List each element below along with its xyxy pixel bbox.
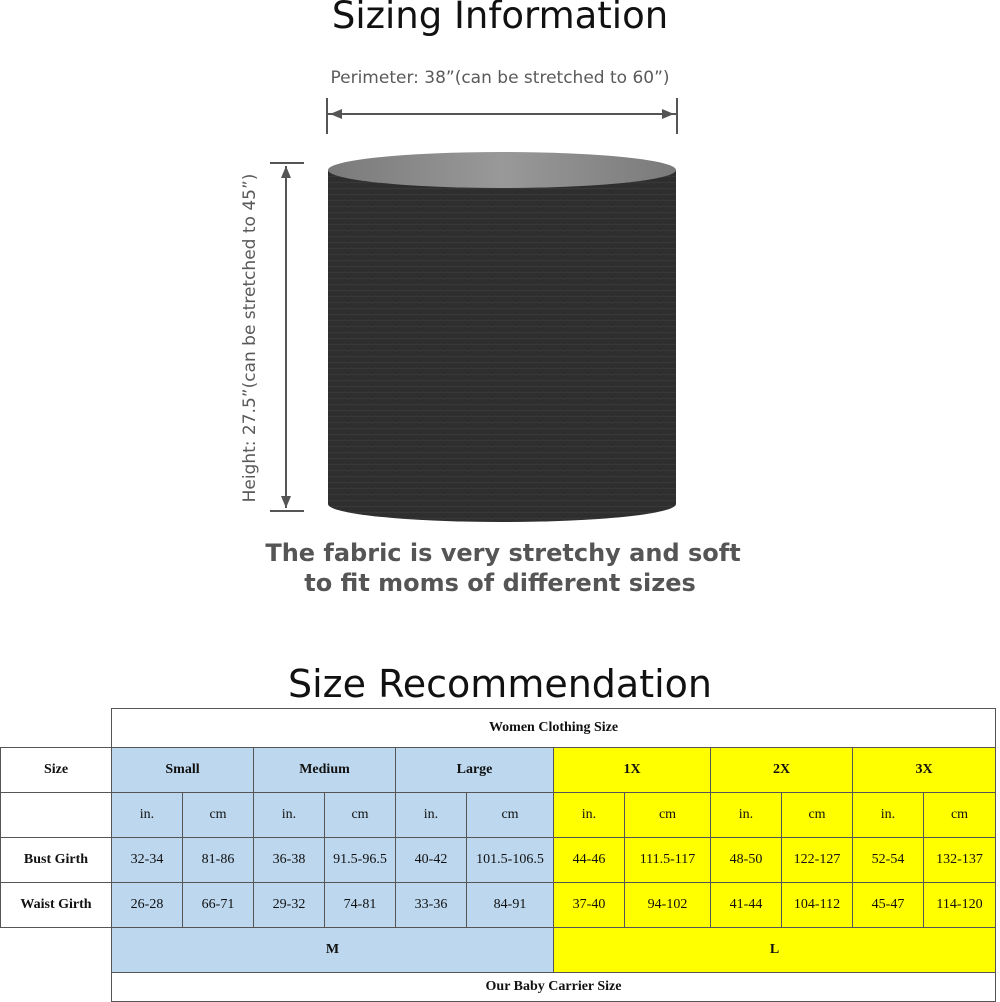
fabric-note-line-2: to fit moms of different sizes [304, 569, 696, 597]
carrier-size-row: M L [0, 927, 996, 973]
table-row: Bust Girth 32-34 81-86 36-38 91.5-96.5 4… [0, 837, 996, 883]
size-label: Size [0, 747, 112, 793]
table-cell: 45-47 [852, 882, 924, 928]
unit-cm: cm [781, 792, 853, 838]
size-3x: 3X [852, 747, 996, 793]
table-header-row: Women Clothing Size [0, 708, 996, 748]
size-recommendation-title: Size Recommendation [288, 662, 712, 706]
women-clothing-size-header: Women Clothing Size [111, 708, 996, 748]
unit-in: in. [553, 792, 625, 838]
table-cell: 84-91 [466, 882, 554, 928]
unit-cm: cm [624, 792, 711, 838]
table-cell: 74-81 [324, 882, 396, 928]
table-cell: 33-36 [395, 882, 467, 928]
fabric-cylinder [328, 152, 676, 522]
table-cell: 132-137 [923, 837, 996, 883]
unit-cm: cm [324, 792, 396, 838]
size-small: Small [111, 747, 254, 793]
table-cell: 104-112 [781, 882, 853, 928]
perimeter-label: Perimeter: 38”(can be stretched to 60”) [330, 68, 670, 88]
size-recommendation-table: Women Clothing Size Size Small Medium La… [0, 708, 996, 1002]
table-cell: 94-102 [624, 882, 711, 928]
table-cell: 91.5-96.5 [324, 837, 396, 883]
waist-girth-label: Waist Girth [0, 882, 112, 928]
size-medium: Medium [253, 747, 396, 793]
table-footer-row: Our Baby Carrier Size [0, 972, 996, 1002]
table-cell: 122-127 [781, 837, 853, 883]
carrier-size-l: L [553, 927, 996, 973]
table-cell: 101.5-106.5 [466, 837, 554, 883]
table-cell: 66-71 [182, 882, 254, 928]
unit-in: in. [852, 792, 924, 838]
bust-girth-label: Bust Girth [0, 837, 112, 883]
unit-cm: cm [923, 792, 996, 838]
size-2x: 2X [710, 747, 853, 793]
table-cell: 26-28 [111, 882, 183, 928]
unit-in: in. [111, 792, 183, 838]
carrier-size-m: M [111, 927, 554, 973]
unit-row: in. cm in. cm in. cm in. cm in. cm in. c… [0, 792, 996, 838]
table-cell: 37-40 [553, 882, 625, 928]
table-cell: 81-86 [182, 837, 254, 883]
unit-in: in. [253, 792, 325, 838]
sizing-title: Sizing Information [331, 0, 669, 37]
unit-cm: cm [182, 792, 254, 838]
unit-in: in. [395, 792, 467, 838]
size-large: Large [395, 747, 554, 793]
table-cell: 36-38 [253, 837, 325, 883]
size-row: Size Small Medium Large 1X 2X 3X [0, 747, 996, 793]
table-cell: 114-120 [923, 882, 996, 928]
unit-in: in. [710, 792, 782, 838]
table-cell: 44-46 [553, 837, 625, 883]
table-row: Waist Girth 26-28 66-71 29-32 74-81 33-3… [0, 882, 996, 928]
fabric-note-line-1: The fabric is very stretchy and soft [265, 539, 741, 567]
table-cell: 52-54 [852, 837, 924, 883]
table-cell: 40-42 [395, 837, 467, 883]
fabric-illustration [270, 98, 678, 522]
unit-row-label [0, 792, 112, 838]
table-cell: 111.5-117 [624, 837, 711, 883]
table-cell: 29-32 [253, 882, 325, 928]
unit-cm: cm [466, 792, 554, 838]
table-cell: 48-50 [710, 837, 782, 883]
height-arrow [270, 162, 304, 512]
baby-carrier-size-footer: Our Baby Carrier Size [111, 972, 996, 1002]
table-cell: 41-44 [710, 882, 782, 928]
size-1x: 1X [553, 747, 711, 793]
table-cell: 32-34 [111, 837, 183, 883]
perimeter-arrow [326, 98, 678, 134]
